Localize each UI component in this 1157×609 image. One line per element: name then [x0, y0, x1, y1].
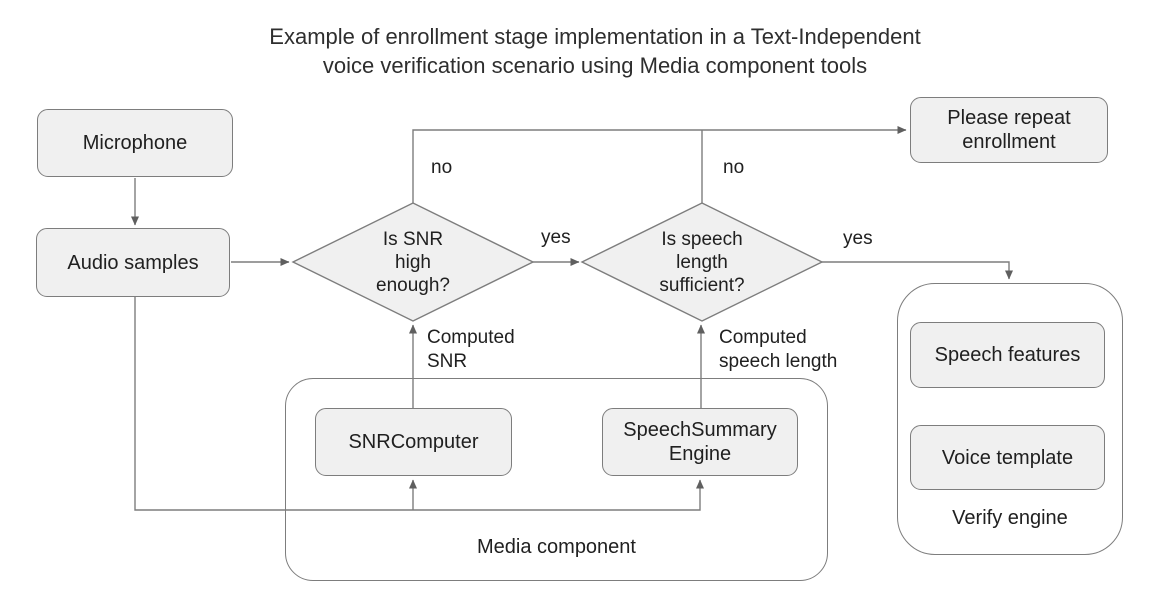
edge-speech-yes-to-verify-engine — [822, 261, 1013, 280]
edge-label-computed-snr: Computed SNR — [427, 327, 515, 372]
node-speech-summary-engine: SpeechSummary Engine — [602, 408, 798, 476]
node-audio-samples: Audio samples — [36, 228, 230, 297]
edge-label-snr-yes: yes — [541, 227, 571, 248]
decision-snr-label: Is SNR high enough? — [376, 228, 450, 296]
edge-audio-samples-to-speech-summary — [134, 297, 704, 511]
verify-engine-container — [897, 283, 1123, 555]
verify-engine-label: Verify engine — [952, 507, 1068, 529]
diagram-title: Example of enrollment stage implementati… — [269, 24, 921, 78]
node-voice-template: Voice template — [910, 425, 1105, 490]
node-snr-computer: SNRComputer — [315, 408, 512, 476]
edge-label-snr-no: no — [431, 157, 453, 178]
node-speech-features: Speech features — [910, 322, 1105, 388]
edge-label-speech-yes: yes — [843, 228, 873, 249]
node-microphone: Microphone — [37, 109, 233, 177]
decision-speech-length-label: Is speech length sufficient? — [659, 228, 745, 296]
edge-label-speech-no: no — [723, 157, 745, 178]
edge-label-computed-speech-length: Computed speech length — [719, 327, 838, 372]
media-component-container — [285, 378, 828, 581]
media-component-label: Media component — [477, 536, 636, 558]
edge-no-branch-to-please-repeat — [412, 126, 907, 203]
node-please-repeat-enrollment: Please repeat enrollment — [910, 97, 1108, 163]
